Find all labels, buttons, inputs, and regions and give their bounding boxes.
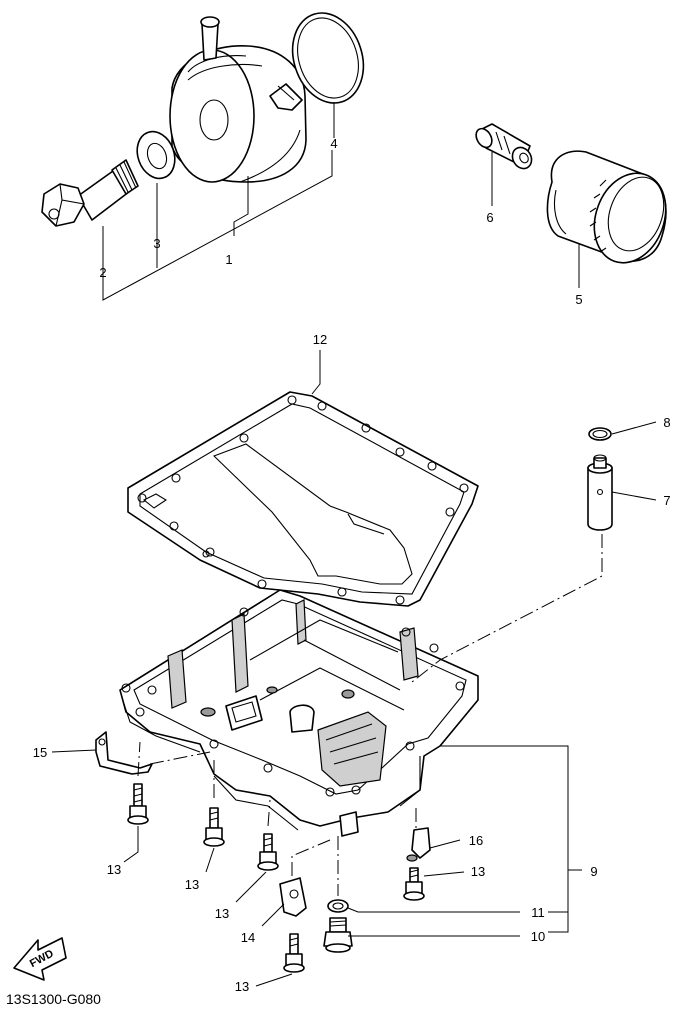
clamp[interactable] [279, 877, 307, 917]
oil-pipe[interactable] [587, 454, 613, 531]
callout-10: 10 [531, 929, 545, 944]
small-o-ring[interactable] [588, 427, 612, 441]
callout-5: 5 [575, 292, 582, 307]
clip[interactable] [406, 827, 431, 862]
flange-bolt-1[interactable] [127, 783, 149, 825]
drawing-code: 13S1300-G080 [6, 991, 101, 1007]
callout-11: 11 [531, 905, 545, 920]
callout-13-e: 13 [235, 979, 249, 994]
callout-14: 14 [241, 930, 255, 945]
callout-15: 15 [33, 745, 47, 760]
oil-pan-gasket[interactable] [127, 391, 479, 607]
callout-9: 9 [590, 864, 597, 879]
union-fitting[interactable] [473, 123, 535, 172]
callout-1: 1 [225, 252, 232, 267]
flange-bolt-5[interactable] [283, 933, 305, 973]
o-ring[interactable] [281, 4, 374, 113]
oil-pan[interactable] [119, 589, 479, 837]
flange-bolt-3[interactable] [257, 833, 279, 871]
callout-3: 3 [153, 236, 160, 251]
union-bolt[interactable] [41, 159, 139, 227]
callout-13-c: 13 [215, 906, 229, 921]
callout-2: 2 [99, 265, 106, 280]
callout-12: 12 [313, 332, 327, 347]
fwd-arrow-icon: FWD [13, 937, 67, 981]
callout-6: 6 [486, 210, 493, 225]
drain-gasket[interactable] [327, 899, 349, 913]
callout-13-a: 13 [107, 862, 121, 877]
leader-lines [51, 102, 657, 987]
callout-13-b: 13 [185, 877, 199, 892]
oil-filter[interactable] [546, 150, 677, 273]
callout-4: 4 [330, 136, 337, 151]
oil-cooler[interactable] [169, 16, 307, 183]
flange-bolt-4[interactable] [403, 867, 425, 901]
bracket[interactable] [95, 731, 153, 775]
washer[interactable] [131, 126, 181, 183]
drain-plug[interactable] [323, 917, 353, 953]
callout-7: 7 [663, 493, 670, 508]
callout-16: 16 [469, 833, 483, 848]
callout-13-d: 13 [471, 864, 485, 879]
callout-8: 8 [663, 415, 670, 430]
callout-labels: 1 2 3 4 5 6 7 8 9 10 11 12 13 13 13 13 1… [33, 136, 671, 994]
flange-bolt-2[interactable] [203, 807, 225, 847]
